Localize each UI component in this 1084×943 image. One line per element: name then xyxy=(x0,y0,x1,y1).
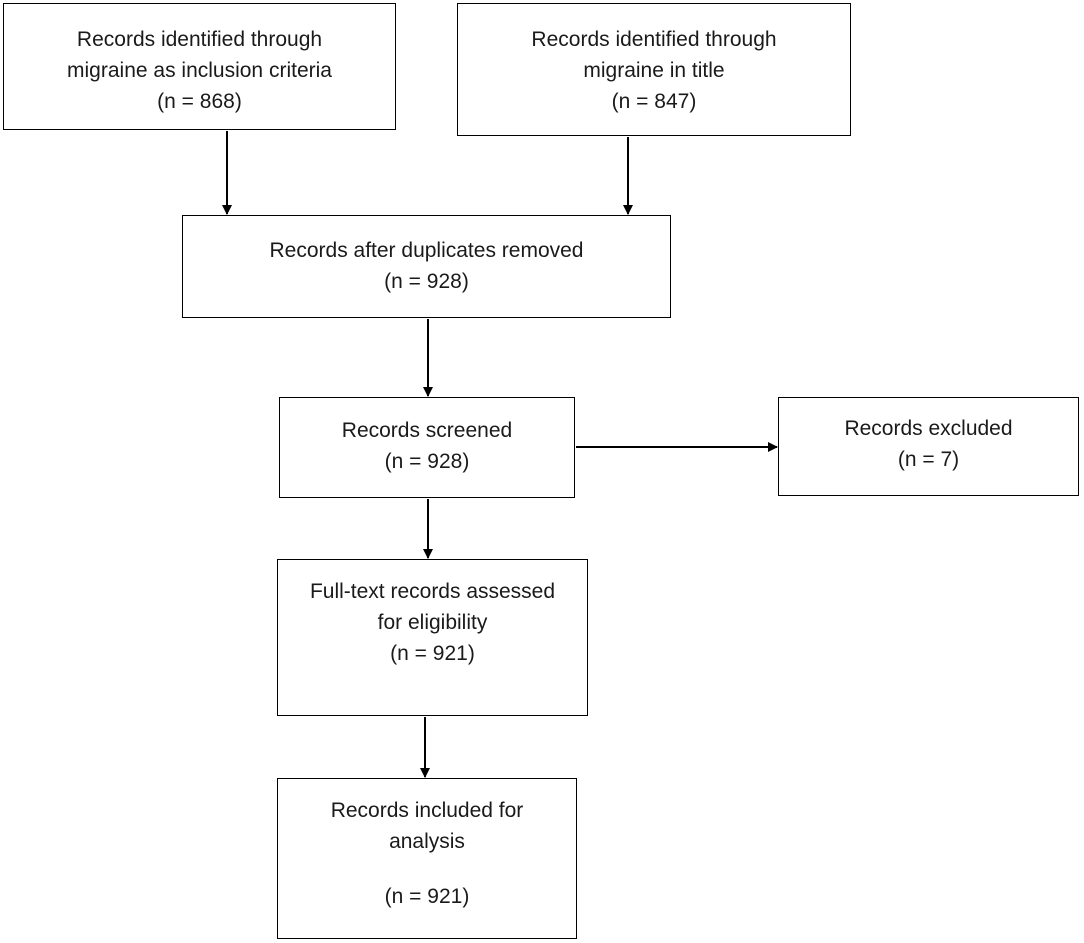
flow-box-identified-title: Records identified through migraine in t… xyxy=(457,3,851,136)
box-count: (n = 921) xyxy=(384,885,470,908)
box-count: (n = 928) xyxy=(384,450,470,473)
box-line: migraine as inclusion criteria xyxy=(67,59,332,82)
box-line: Records identified through xyxy=(76,28,323,51)
box-line: Records excluded xyxy=(844,417,1013,440)
box-line: Records included for xyxy=(330,799,524,822)
box-count: (n = 928) xyxy=(384,270,469,293)
flow-box-after-duplicates: Records after duplicates removed (n = 92… xyxy=(182,215,671,318)
flow-box-full-text: Full-text records assessed for eligibili… xyxy=(277,559,588,716)
box-line: analysis xyxy=(389,830,465,853)
box-count: (n = 847) xyxy=(611,90,697,113)
flow-box-screened: Records screened (n = 928) xyxy=(279,397,575,498)
box-line: for eligibility xyxy=(377,611,488,634)
box-line: Records identified through xyxy=(531,28,777,51)
box-count: (n = 868) xyxy=(157,90,242,113)
flow-box-identified-inclusion: Records identified through migraine as i… xyxy=(3,3,396,130)
box-count: (n = 7) xyxy=(897,448,960,471)
flow-box-excluded: Records excluded (n = 7) xyxy=(778,397,1079,496)
box-count: (n = 921) xyxy=(390,642,475,665)
box-line: Records after duplicates removed xyxy=(269,239,584,262)
box-line: migraine in title xyxy=(583,59,725,82)
flow-box-included: Records included for analysis (n = 921) xyxy=(277,778,577,939)
box-line: Full-text records assessed xyxy=(309,580,556,603)
box-line: Records screened xyxy=(341,419,513,442)
